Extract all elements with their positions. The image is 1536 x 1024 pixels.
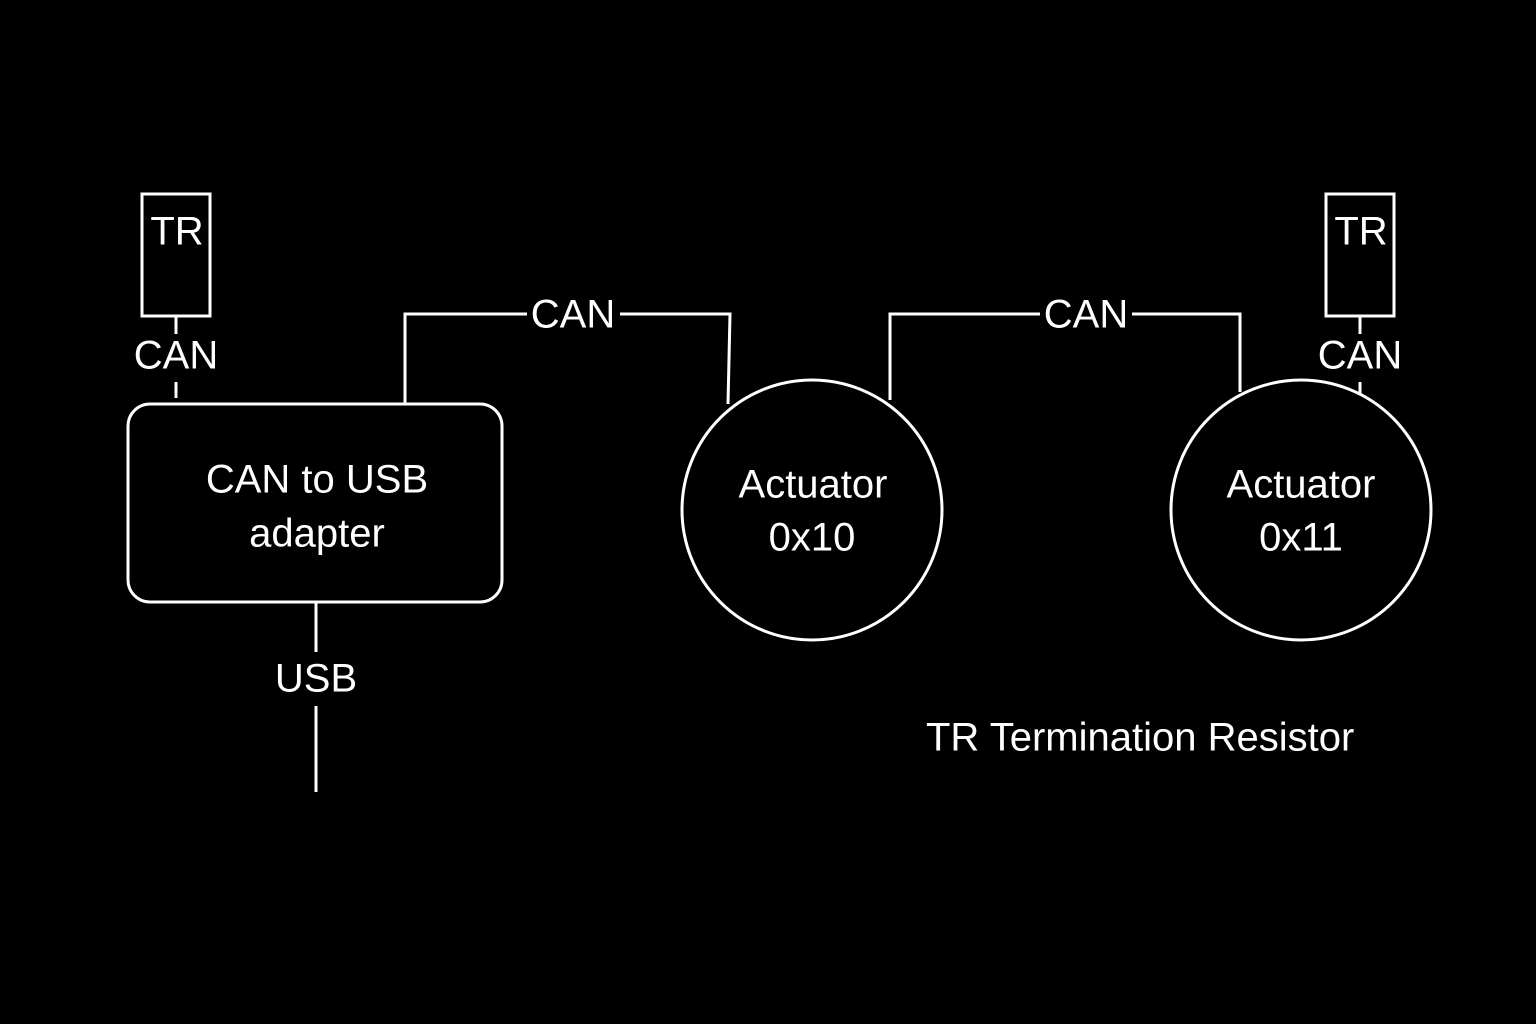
can-wire-1-right xyxy=(620,312,732,405)
can-link-2-label: CAN xyxy=(1044,293,1128,337)
actuator-2-label-line2: 0x11 xyxy=(1259,516,1343,560)
actuator-0x11: Actuator 0x11 xyxy=(1169,378,1433,642)
left-tr-label: TR xyxy=(150,210,203,254)
right-tr-can-link: CAN xyxy=(1318,316,1402,394)
can-link-1-label: CAN xyxy=(531,293,615,337)
actuator-2-label-line1: Actuator xyxy=(1227,463,1376,507)
right-tr-can-label: CAN xyxy=(1318,334,1402,378)
can-wire-1-left xyxy=(403,312,527,404)
can-wire-2-right xyxy=(1132,312,1242,392)
usb-label: USB xyxy=(275,657,357,701)
right-tr-label: TR xyxy=(1334,210,1387,254)
actuator-1-label-line1: Actuator xyxy=(739,463,888,507)
right-termination-resistor: TR xyxy=(1324,192,1396,318)
actuator-1-label-line2: 0x10 xyxy=(769,516,856,560)
actuator-1-circle xyxy=(680,378,944,642)
left-tr-can-label: CAN xyxy=(134,334,218,378)
can-link-adapter-actuator1: CAN xyxy=(403,293,732,405)
can-usb-adapter: CAN to USB adapter xyxy=(126,402,504,604)
actuator-0x10: Actuator 0x10 xyxy=(680,378,944,642)
can-wire-2-left xyxy=(888,312,1040,400)
usb-link: USB xyxy=(275,602,357,792)
left-tr-can-link: CAN xyxy=(134,316,218,398)
adapter-box xyxy=(126,402,504,604)
left-termination-resistor: TR xyxy=(140,192,212,318)
adapter-label-line2: adapter xyxy=(249,512,385,556)
actuator-2-circle xyxy=(1169,378,1433,642)
can-link-actuator1-actuator2: CAN xyxy=(888,293,1242,400)
adapter-label-line1: CAN to USB xyxy=(206,458,428,502)
legend-text: TR Termination Resistor xyxy=(926,716,1354,760)
